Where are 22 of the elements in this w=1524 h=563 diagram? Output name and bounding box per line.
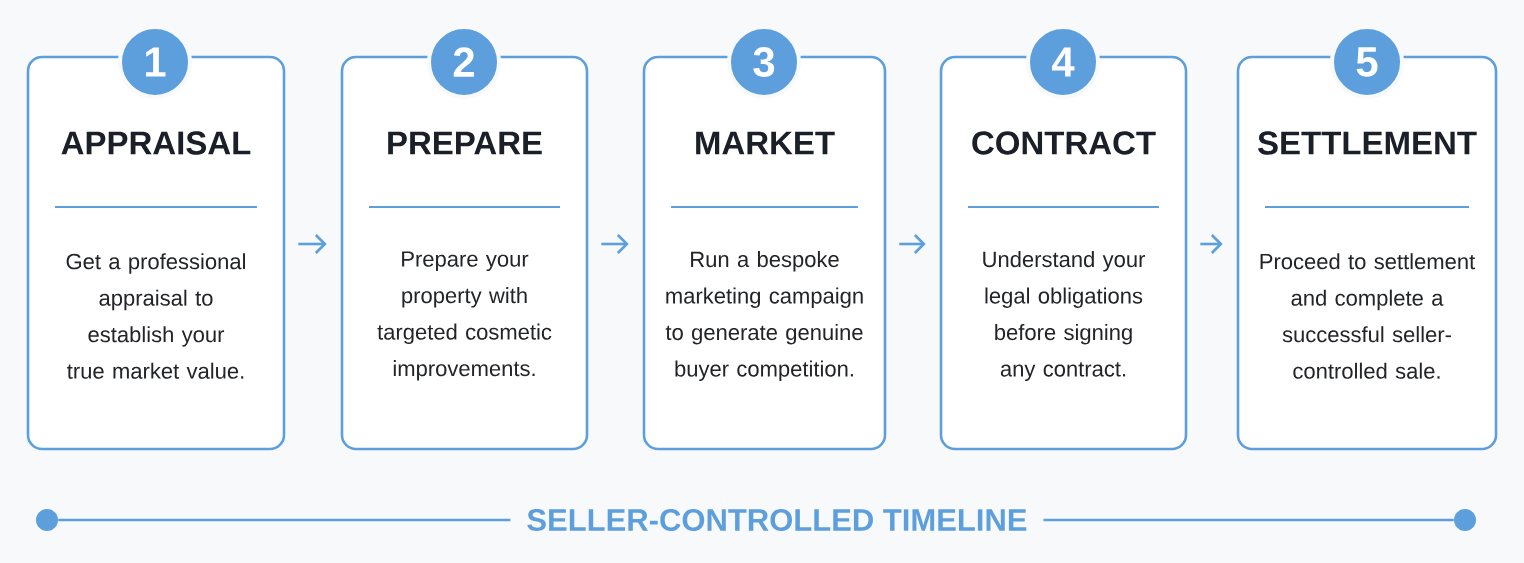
number-badge: 5 [1330, 25, 1404, 99]
timeline-dot [36, 509, 58, 531]
number-badge: 4 [1026, 25, 1100, 99]
step-description: Understand your legal obligations before signing any contract. [983, 251, 1146, 381]
step-heading: MARKET [696, 131, 835, 155]
step-description: Proceed to settlement and complete a successful seller-controlled sale. [1260, 253, 1476, 379]
step-heading: APPRAISAL [61, 131, 251, 155]
arrow [298, 234, 327, 254]
timeline-dot [1454, 509, 1476, 531]
step-heading: SETTLEMENT [1257, 131, 1477, 155]
number-badge: 3 [727, 25, 801, 99]
arrow [1200, 234, 1223, 254]
step-description: Prepare your property with targeted cosmetic improvements. [377, 251, 552, 381]
step-description: Run a bespoke marketing campaign to generate genuine buyer competition. [665, 251, 863, 381]
arrow [601, 234, 629, 254]
number-badge: 2 [427, 25, 501, 99]
step-heading: CONTRACT [972, 131, 1156, 155]
timeline-label: SELLER-CONTROLLED TIMELINE [510, 505, 1044, 535]
number-badge: 1 [118, 25, 192, 99]
step-heading: PREPARE [388, 131, 542, 155]
arrow [899, 234, 926, 254]
step-description: Get a professional appraisal to establish your true market value. [66, 253, 245, 379]
